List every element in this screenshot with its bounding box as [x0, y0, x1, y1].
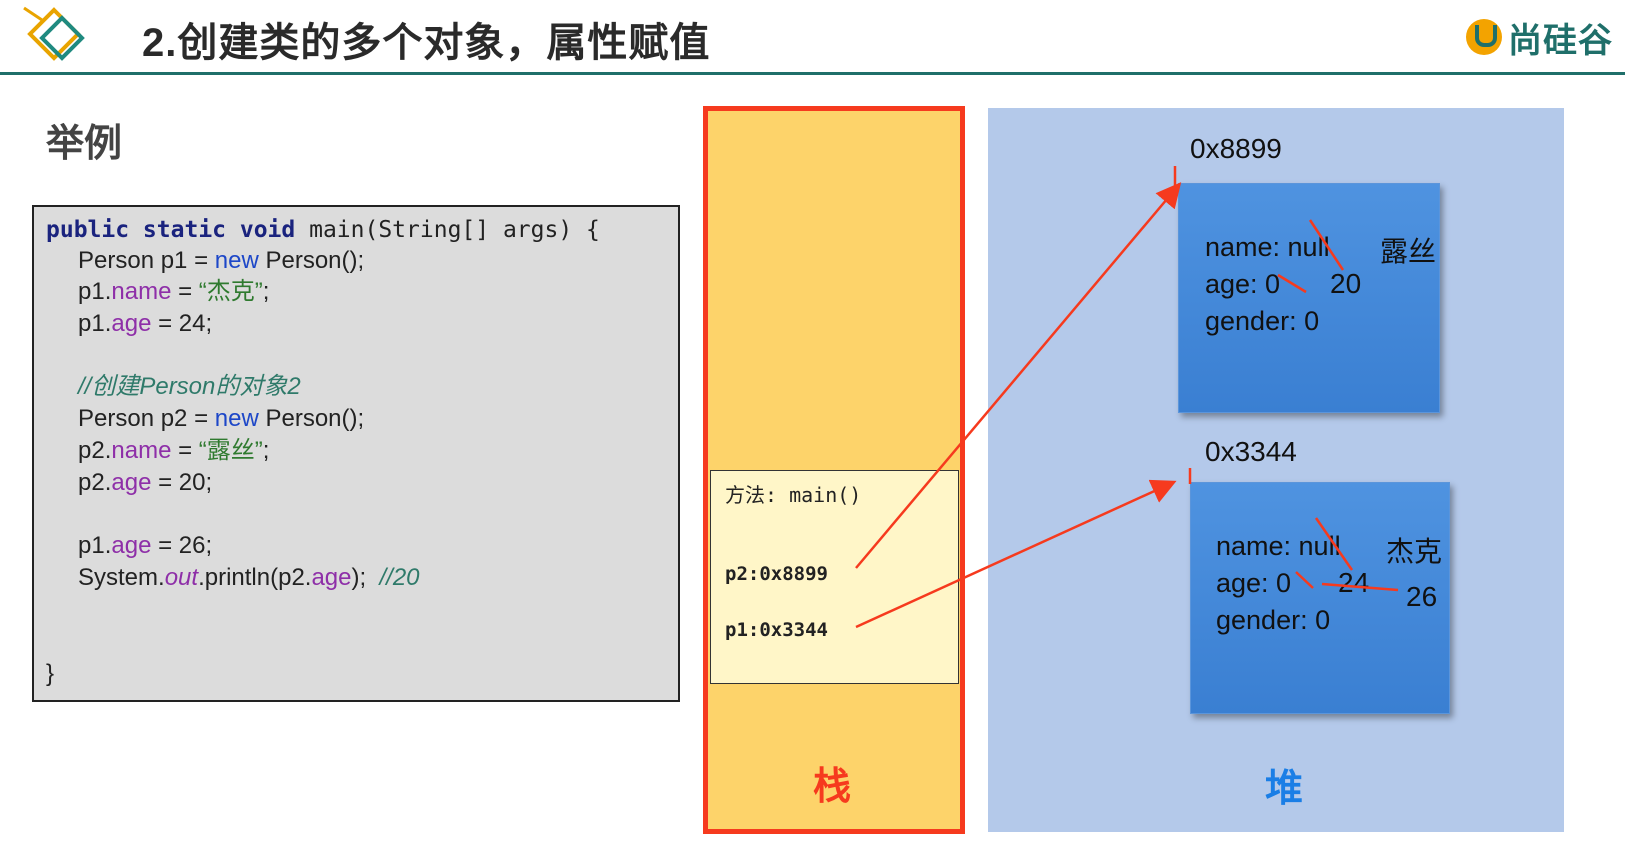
- logo-diamond-icon: [23, 6, 85, 61]
- code-text: ;: [262, 437, 270, 464]
- code-text: =: [171, 278, 199, 305]
- code-text: ;: [262, 278, 270, 305]
- code-line-8: p2.age = 20;: [78, 468, 212, 498]
- code-line-9: p1.age = 26;: [78, 531, 212, 561]
- annotation-age-value-updated: 26: [1406, 581, 1438, 612]
- code-field: out: [164, 564, 199, 591]
- code-text: Person p1 =: [78, 247, 215, 274]
- code-text: main(String[] args) {: [295, 217, 600, 243]
- code-text: Person();: [258, 247, 365, 274]
- header-divider: [0, 72, 1625, 75]
- page-title: 2.创建类的多个对象，属性赋值: [142, 21, 711, 65]
- code-text: =: [171, 437, 199, 464]
- code-line-10: System.out.println(p2.age); //20: [78, 563, 420, 593]
- code-line-6: Person p2 = new Person();: [78, 404, 364, 434]
- stack-var-p1: p1:0x3344: [725, 619, 828, 641]
- code-field: name: [111, 278, 172, 305]
- heap-address-1: 0x8899: [1190, 133, 1282, 164]
- code-text: = 26;: [151, 532, 213, 559]
- code-text: .println(p2.: [198, 564, 312, 591]
- code-text: Person p2 =: [78, 405, 215, 432]
- object-field-name: name: null: [1216, 531, 1341, 561]
- brand-badge-icon: [1466, 19, 1502, 55]
- stack-label: 栈: [813, 766, 852, 808]
- section-label: 举例: [46, 123, 123, 165]
- code-text: = 24;: [151, 310, 213, 337]
- code-keyword: public static void: [46, 217, 296, 243]
- annotation-age-value: 20: [1330, 268, 1362, 299]
- code-line-3: p1.name = “杰克”;: [78, 277, 269, 307]
- annotation-name-value: 露丝: [1380, 236, 1437, 267]
- heap-object-2: name: null age: 0 gender: 0: [1190, 482, 1450, 714]
- code-field: name: [111, 437, 172, 464]
- object-field-age: age: 0: [1216, 568, 1292, 598]
- code-line-5: //创建Person的对象2: [78, 372, 301, 402]
- code-line-11: }: [46, 660, 55, 687]
- heap-object-1: name: null age: 0 gender: 0: [1178, 183, 1440, 413]
- code-text: p1.: [78, 310, 112, 337]
- brand-logo: 尚硅谷: [1466, 16, 1613, 60]
- code-keyword: new: [214, 405, 259, 432]
- object-field-name: name: null: [1205, 232, 1330, 262]
- code-text: );: [351, 564, 380, 591]
- code-comment: //20: [379, 564, 420, 591]
- code-line-4: p1.age = 24;: [78, 309, 212, 339]
- annotation-name-value: 杰克: [1386, 536, 1443, 567]
- stack-frame-main: 方法: main() p2:0x8899 p1:0x3344: [710, 470, 959, 684]
- object-field-gender: gender: 0: [1205, 306, 1320, 336]
- code-text: = 20;: [151, 469, 213, 496]
- heap-label: 堆: [1265, 768, 1304, 810]
- slide-header: 2.创建类的多个对象，属性赋值 尚硅谷: [0, 0, 1625, 76]
- object-field-age: age: 0: [1205, 269, 1281, 299]
- stack-var-p2: p2:0x8899: [725, 563, 828, 585]
- code-string: “露丝”: [198, 437, 263, 464]
- code-line-1: public static void main(String[] args) {: [46, 215, 600, 245]
- annotation-age-value: 24: [1338, 567, 1370, 598]
- code-string: “杰克”: [198, 278, 263, 305]
- code-keyword: new: [214, 247, 259, 274]
- code-text: System.: [78, 564, 165, 591]
- code-text: Person();: [258, 405, 365, 432]
- code-text: p2.: [78, 469, 112, 496]
- code-field: age: [111, 469, 152, 496]
- heap-address-2: 0x3344: [1205, 436, 1297, 467]
- brand-name: 尚硅谷: [1508, 21, 1613, 60]
- code-field: age: [111, 532, 152, 559]
- code-text: p1.: [78, 278, 112, 305]
- code-field: age: [111, 310, 152, 337]
- code-text: p1.: [78, 532, 112, 559]
- object-field-gender: gender: 0: [1216, 605, 1331, 635]
- code-block: public static void main(String[] args) {…: [32, 205, 680, 702]
- code-text: p2.: [78, 437, 112, 464]
- code-line-7: p2.name = “露丝”;: [78, 436, 269, 466]
- code-comment: //创建Person的对象2: [78, 373, 301, 400]
- code-field: age: [311, 564, 352, 591]
- frame-title: 方法: main(): [725, 483, 862, 507]
- code-line-2: Person p1 = new Person();: [78, 246, 364, 276]
